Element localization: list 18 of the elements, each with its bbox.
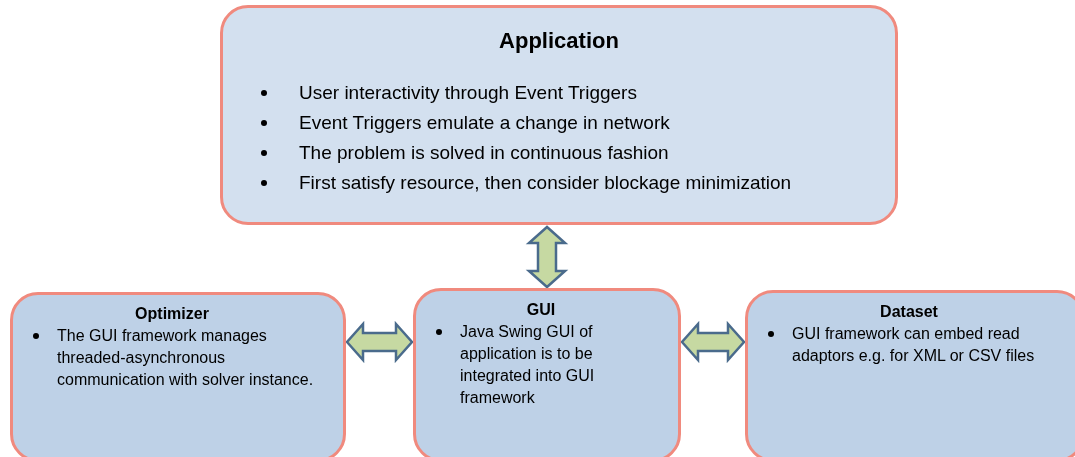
box-heading: Application bbox=[498, 28, 620, 54]
box-heading: GUI bbox=[525, 301, 557, 319]
box-heading: Dataset bbox=[879, 303, 939, 321]
bullet-text: First satisfy resource, then consider blockage minimization bbox=[299, 172, 792, 193]
double-arrow bbox=[525, 225, 569, 289]
double-arrow bbox=[680, 320, 746, 364]
bullet-text: Event Triggers emulate a change in network bbox=[299, 112, 670, 133]
process-box bbox=[413, 288, 681, 457]
bullet-text: The problem is solved in continuous fashion bbox=[299, 142, 669, 163]
double-arrow bbox=[345, 320, 414, 364]
bullet-text: GUI framework can embed read adaptors e.g. for XML or CSV files bbox=[792, 325, 1035, 364]
bullet-text: User interactivity through Event Triggers bbox=[299, 82, 637, 103]
process-box bbox=[10, 292, 346, 457]
process-box bbox=[745, 290, 1075, 457]
bullet-text: Java Swing GUI of application is to be integrated into GUI framework bbox=[460, 323, 595, 406]
process-box bbox=[220, 5, 898, 225]
bullet-text: The GUI framework manages threaded-asynchronous communication with solver instance. bbox=[57, 327, 314, 388]
box-heading: Optimizer bbox=[134, 305, 210, 323]
